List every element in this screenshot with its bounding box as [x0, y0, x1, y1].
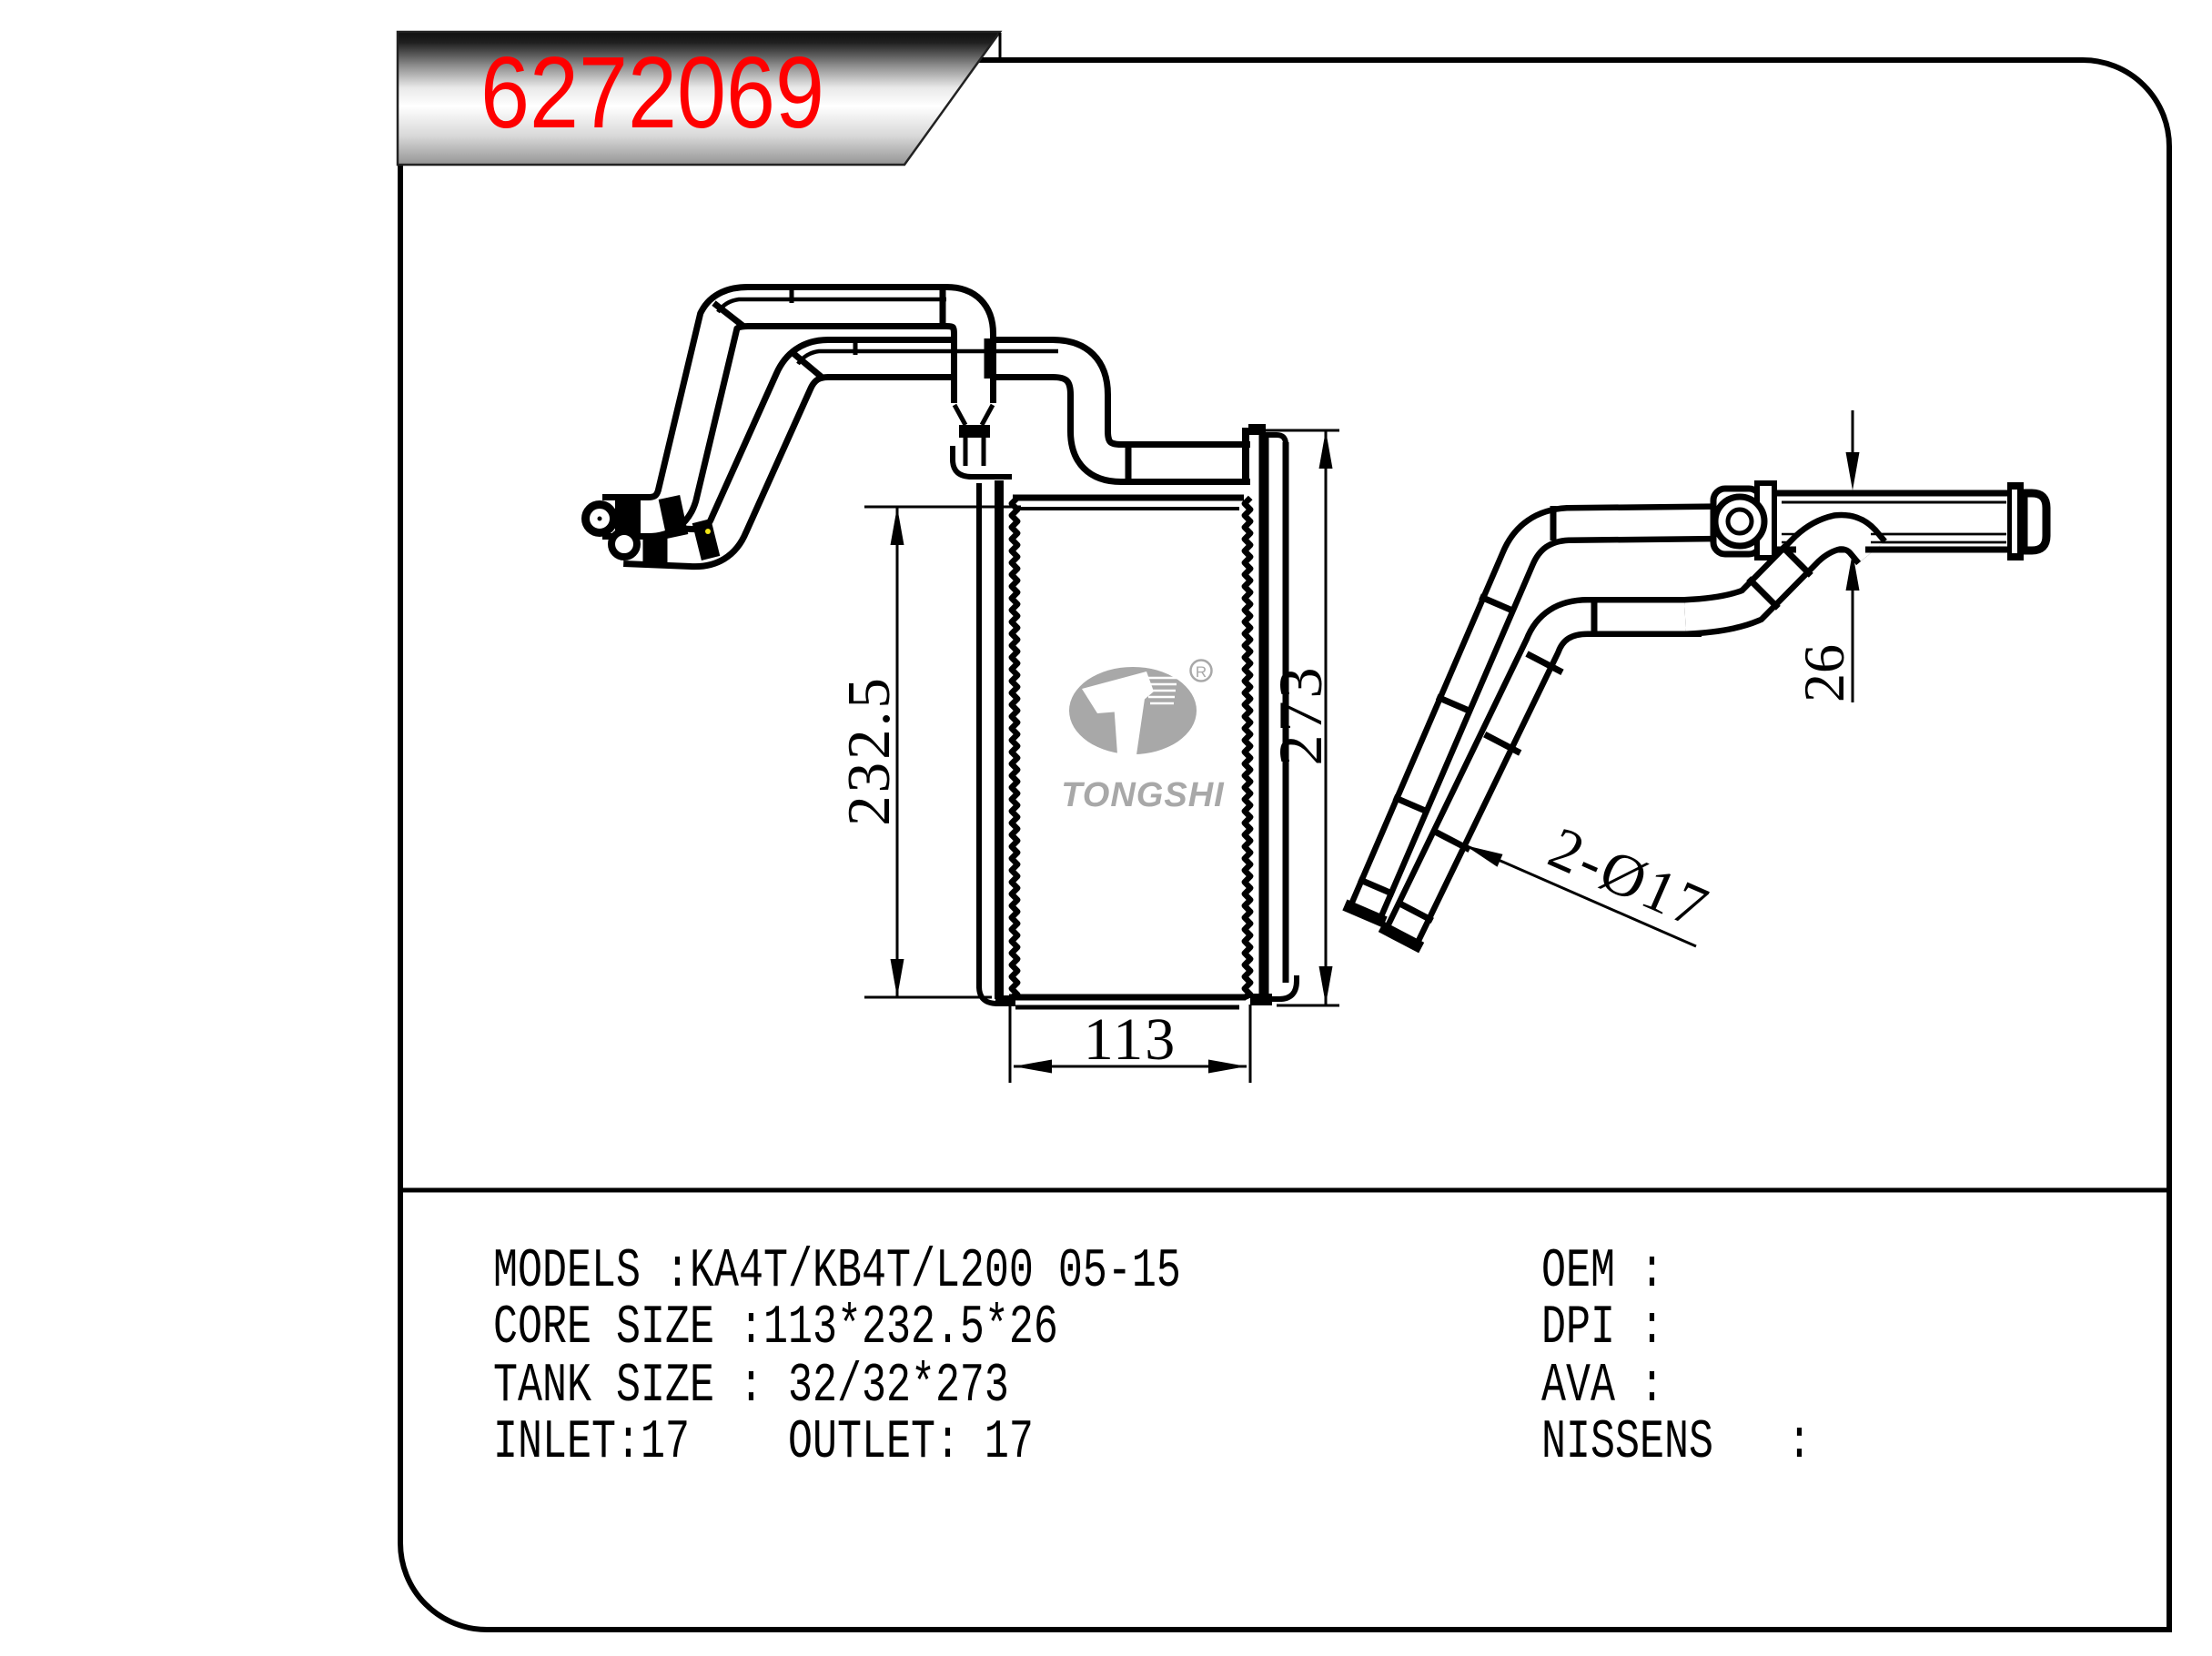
svg-text:6272069: 6272069	[480, 37, 824, 149]
svg-text:DPI :: DPI :	[1541, 1297, 1664, 1358]
svg-text:CORE SIZE :113*232.5*26: CORE SIZE :113*232.5*26	[493, 1297, 1058, 1358]
svg-text:MODELS :KA4T/KB4T/L200 05-15: MODELS :KA4T/KB4T/L200 05-15	[493, 1240, 1181, 1302]
svg-text:113: 113	[1084, 1006, 1177, 1073]
svg-text:NISSENS :: NISSENS :	[1541, 1411, 1812, 1473]
svg-text:OEM :: OEM :	[1541, 1240, 1664, 1302]
svg-text:INLET:17 OUTLET: 17: INLET:17 OUTLET: 17	[493, 1411, 1034, 1473]
svg-text:TANK SIZE : 32/32*273: TANK SIZE : 32/32*273	[493, 1355, 1009, 1417]
svg-text:TONGSHI: TONGSHI	[1061, 776, 1225, 814]
svg-text:R: R	[1196, 663, 1207, 681]
svg-text:26: 26	[1792, 644, 1856, 702]
svg-text:232.5: 232.5	[835, 675, 903, 826]
svg-text:AVA :: AVA :	[1541, 1355, 1664, 1417]
svg-text:273: 273	[1266, 665, 1335, 766]
